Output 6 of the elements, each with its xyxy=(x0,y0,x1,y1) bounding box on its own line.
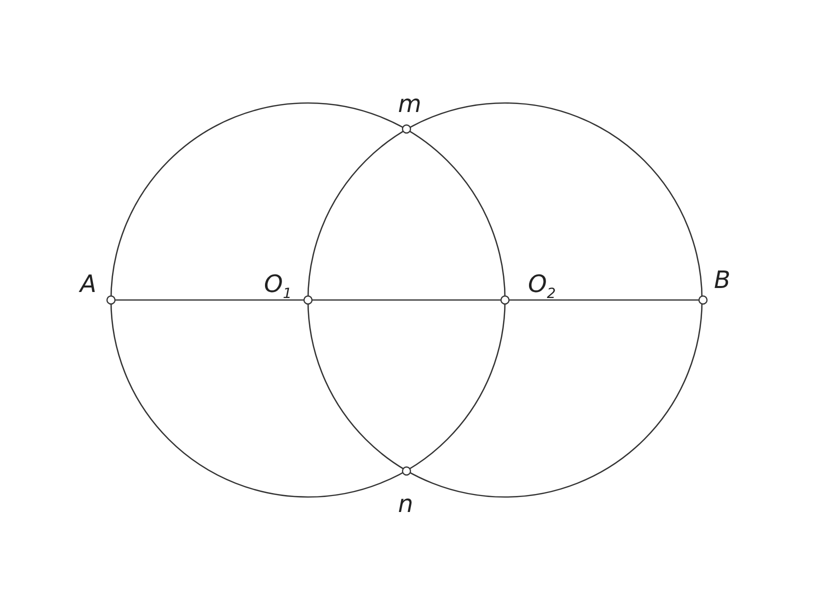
point-label: A xyxy=(80,272,96,296)
point-label: O$_{1}$ xyxy=(264,272,292,301)
point-label: n xyxy=(398,492,414,516)
point-label: O$_{2}$ xyxy=(528,272,556,301)
point-label: m xyxy=(398,92,422,116)
point-label: B xyxy=(714,268,730,292)
